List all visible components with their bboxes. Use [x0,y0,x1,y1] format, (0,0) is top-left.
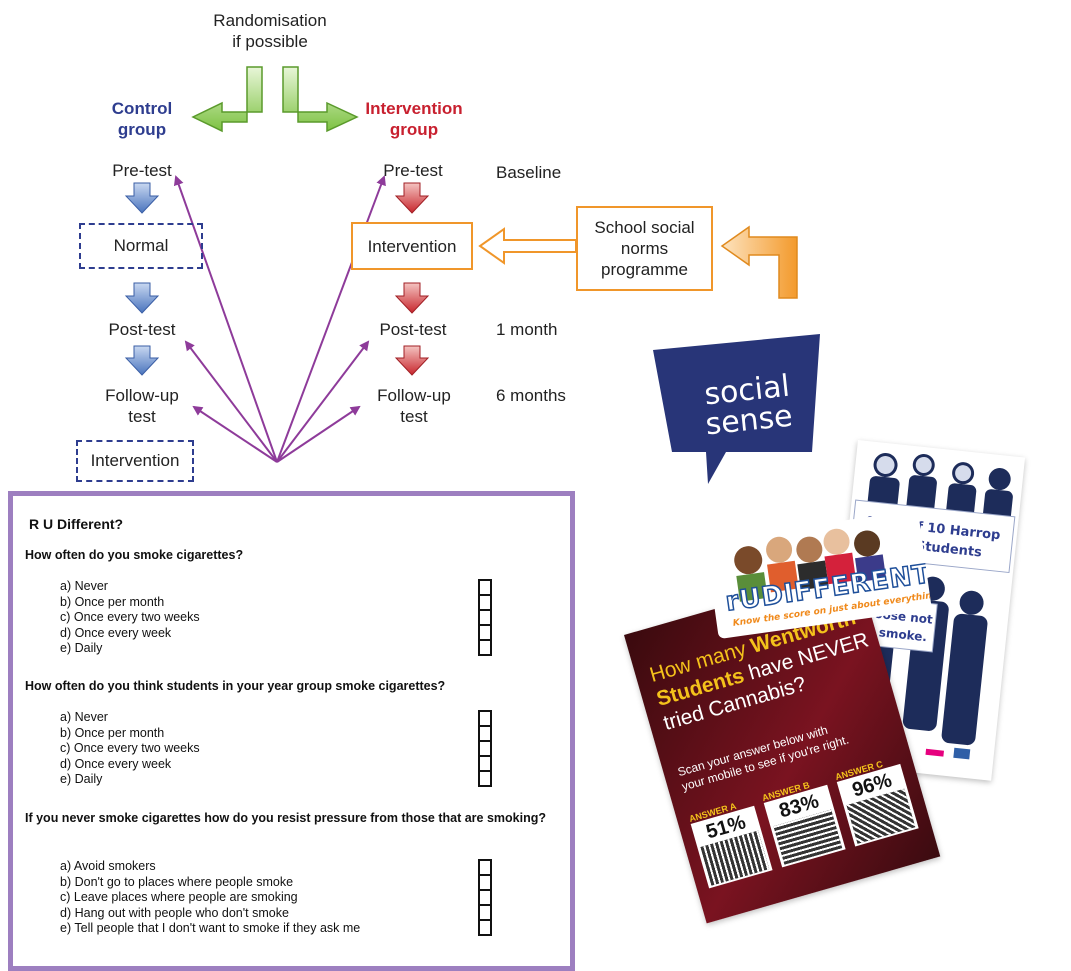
option: e) Daily [60,641,103,655]
control-later-intervention-box: Intervention [76,440,194,482]
question-1: How often do you smoke cigarettes? [25,548,244,562]
timepoint-one-month: 1 month [496,320,558,339]
orange-corner-arrow [720,225,798,299]
question-1-options: a) Never b) Once per month c) Once every… [60,579,200,657]
answer-b: ANSWER B 83% [761,775,846,868]
option: a) Never [60,579,108,593]
option: a) Never [60,710,108,724]
intervention-post-test: Post-test [379,320,447,339]
option: b) Once per month [60,725,165,740]
option: c) Leave places where people are smoking [60,890,298,904]
answer-c: ANSWER C 96% [834,754,919,847]
intervention-follow-up: Follow-up test [377,386,451,426]
option: d) Hang out with people who don't smoke [60,905,289,920]
red-down-arrows [394,182,430,376]
questionnaire-title: R U Different? [29,516,124,532]
purple-arrows [173,175,386,463]
orange-hollow-arrow [478,227,577,265]
intervention-box: Intervention [351,222,473,270]
green-arrow-right [282,66,359,133]
option: e) Daily [60,772,103,786]
question-3-options: a) Avoid smokers b) Don't go to places w… [60,859,360,937]
intervention-pre-test: Pre-test [383,161,443,180]
option: b) Once per month [60,594,165,609]
question-2-options: a) Never b) Once per month c) Once every… [60,710,200,788]
option: c) Once every two weeks [60,610,200,624]
intervention-group-title: Intervention group [365,99,463,139]
control-follow-up: Follow-up test [105,386,179,426]
option: e) Tell people that I don't want to smok… [60,921,361,935]
checkbox[interactable] [478,639,492,656]
speech-bubble-shape [653,334,820,484]
control-post-test: Post-test [108,320,176,339]
control-pre-test: Pre-test [112,161,172,180]
question-1-checkboxes[interactable] [478,579,492,656]
control-normal-box: Normal [79,223,203,269]
checkbox[interactable] [478,919,492,936]
rudifferent-poster: rUDIFFERENT? Know the score on just abou… [705,510,932,640]
randomisation-label: Randomisation if possible [213,11,327,51]
group-photo [734,528,887,602]
option: d) Once every week [60,625,172,640]
answer-a: ANSWER A 51% [688,796,773,889]
timepoint-six-months: 6 months [496,386,566,405]
option: c) Once every two weeks [60,741,200,755]
question-3: If you never smoke cigarettes how do you… [25,811,546,825]
checkbox[interactable] [478,770,492,787]
option: a) Avoid smokers [60,859,156,873]
green-arrow-left [191,66,263,133]
timepoint-baseline: Baseline [496,163,562,182]
school-programme-box: School social norms programme [576,206,713,291]
blue-down-arrows [124,182,160,376]
question-3-checkboxes[interactable] [478,859,492,936]
question-2: How often do you think students in your … [25,679,446,693]
option: b) Don't go to places where people smoke [60,874,294,889]
control-group-title: Control group [111,99,173,139]
questionnaire-panel: R U Different? How often do you smoke ci… [8,491,575,971]
social-sense-logo: social sense [653,334,820,484]
option: d) Once every week [60,756,172,771]
question-2-checkboxes[interactable] [478,710,492,787]
